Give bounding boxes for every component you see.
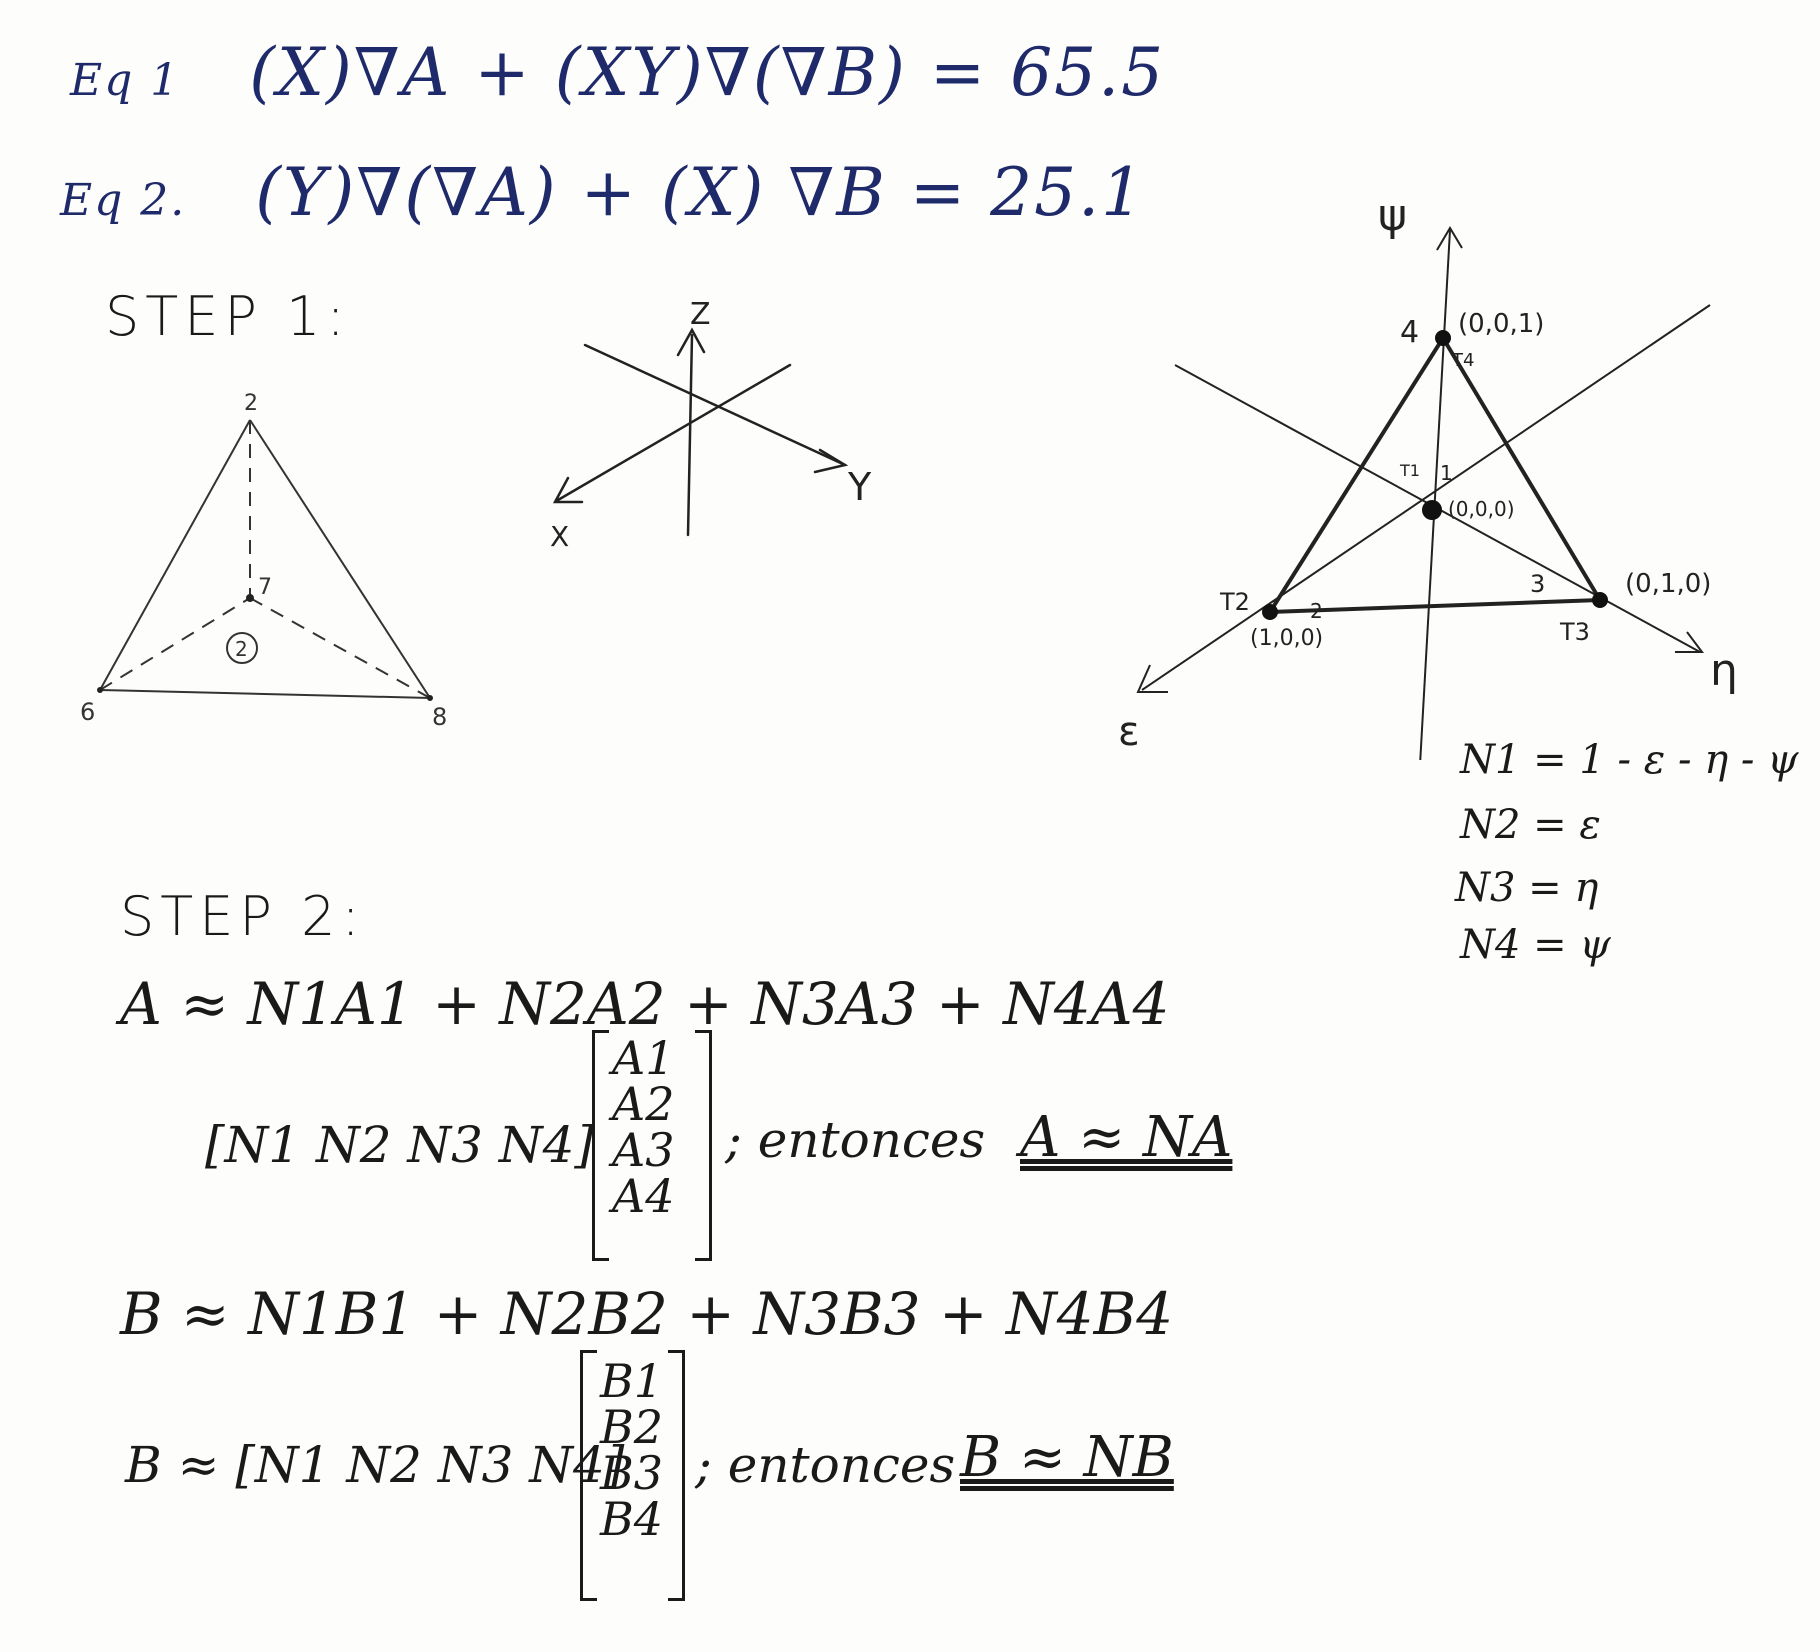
equation-2: Eq 2. (Y)∇(∇A) + (X) ∇B = 25.1 [60, 160, 1145, 226]
ref-edge [1441, 336, 1602, 602]
tetra-edge [99, 419, 251, 691]
b-col-bracket-right [668, 1350, 685, 1601]
step2-title: STEP 2: [120, 885, 366, 948]
b-result: B ≈ NB [960, 1425, 1174, 1490]
tetra-label-top: 2 [244, 391, 258, 416]
psi-axis [1419, 229, 1451, 760]
node-4-tag: T4 [1451, 350, 1474, 371]
a-expansion: A ≈ N1A1 + N2A2 + N3A3 + N4A4 [120, 970, 1170, 1038]
equation-1: Eq 1 (X)∇A + (XY)∇(∇B) = 65.5 [70, 40, 1165, 106]
a-row-vector: [N1 N2 N3 N4] [205, 1116, 594, 1174]
reference-element-diagram: ψ η ε 4 T4 (0,0,1) 1 T1 (0,0,0) 2 T2 (1,… [1118, 200, 1738, 760]
a-entonces: ; entonces [725, 1111, 986, 1169]
shape-function-4: N4 = ψ [1460, 922, 1611, 968]
x-arrow [552, 476, 584, 504]
y-label: Y [847, 465, 872, 509]
eps-axis [1141, 304, 1711, 691]
b-row-vector: B ≈ [N1 N2 N3 N4] [125, 1436, 625, 1494]
b-col-3: B3 [600, 1446, 664, 1500]
shape-function-2: N2 = ε [1460, 802, 1601, 848]
a-col-bracket-left [592, 1030, 609, 1261]
tetra-hidden-edge [99, 597, 251, 691]
node-2 [1262, 604, 1278, 620]
tetra-label-inner: 7 [258, 575, 272, 600]
node-4 [1435, 330, 1451, 346]
eq1-expr: (X)∇A + (XY)∇(∇B) = 65.5 [249, 34, 1166, 111]
z-axis [686, 333, 694, 537]
tetra-edge [249, 419, 431, 699]
z-label: Z [690, 297, 711, 332]
z-arrow [676, 327, 706, 357]
eps-arrow [1136, 664, 1168, 693]
ref-edge [1268, 336, 1445, 614]
b-column-vector: B1 B2 B3 B4 [600, 1358, 663, 1542]
tetra-label-left: 6 [80, 698, 95, 726]
step1-title: STEP 1: [105, 285, 351, 348]
b-col-bracket-left [580, 1350, 597, 1601]
b-col-1: B1 [600, 1354, 664, 1408]
b-entonces: ; entonces [695, 1436, 956, 1494]
eq1-label: Eq 1 [70, 55, 181, 106]
circled-element-number [226, 632, 258, 664]
b-expansion: B ≈ N1B1 + N2B2 + N3B3 + N4B4 [120, 1280, 1174, 1348]
a-col-3: A3 [612, 1123, 675, 1177]
node-1-coord: (0,0,0) [1448, 497, 1515, 521]
b-col-4: B4 [600, 1492, 664, 1546]
tetra-edge [99, 689, 431, 699]
y-arrow [813, 448, 849, 474]
eq2-label: Eq 2. [60, 175, 187, 226]
node-3-tag: T3 [1559, 618, 1590, 646]
tetra-label-right: 8 [432, 703, 447, 731]
psi-arrow [1436, 226, 1463, 251]
node-2-num: 2 [1310, 599, 1323, 623]
eps-label: ε [1118, 709, 1140, 755]
a-result: A ≈ NA [1020, 1105, 1233, 1170]
a-col-1: A1 [612, 1031, 675, 1085]
y-axis [583, 343, 847, 467]
a-col-2: A2 [612, 1077, 675, 1131]
node-3-coord: (0,1,0) [1625, 569, 1711, 599]
psi-label: ψ [1378, 200, 1407, 241]
eta-label: η [1710, 645, 1738, 696]
tetra-node [97, 687, 103, 693]
node-3 [1592, 592, 1608, 608]
node-1-tag: T1 [1399, 461, 1420, 480]
node-4-coord: (0,0,1) [1458, 309, 1544, 339]
a-column-vector: A1 A2 A3 A4 [612, 1035, 675, 1219]
circled-label: 2 [235, 637, 248, 661]
x-axis [556, 363, 792, 502]
x-label: X [550, 520, 569, 553]
a-col-bracket-right [695, 1030, 712, 1261]
node-1-num: 1 [1440, 461, 1453, 485]
ref-edge [1269, 598, 1601, 614]
node-2-coord: (1,0,0) [1250, 626, 1323, 651]
a-col-4: A4 [612, 1169, 675, 1223]
shape-function-1: N1 = 1 - ε - η - ψ [1460, 737, 1799, 783]
eta-arrow [1675, 631, 1704, 653]
shape-function-3: N3 = η [1455, 865, 1599, 911]
tetra-node [427, 695, 433, 701]
xyz-axes-sketch: Z X Y [550, 297, 872, 553]
eq2-expr: (Y)∇(∇A) + (X) ∇B = 25.1 [255, 154, 1146, 231]
node-4-num: 4 [1400, 315, 1419, 350]
b-col-2: B2 [600, 1400, 664, 1454]
tetra-hidden-edge [249, 597, 431, 699]
node-3-num: 3 [1530, 570, 1545, 598]
node-2-tag: T2 [1219, 588, 1250, 616]
tetrahedron-sketch: 2 7 6 8 2 [80, 391, 447, 731]
tetra-node [246, 594, 254, 602]
node-1 [1422, 500, 1442, 520]
